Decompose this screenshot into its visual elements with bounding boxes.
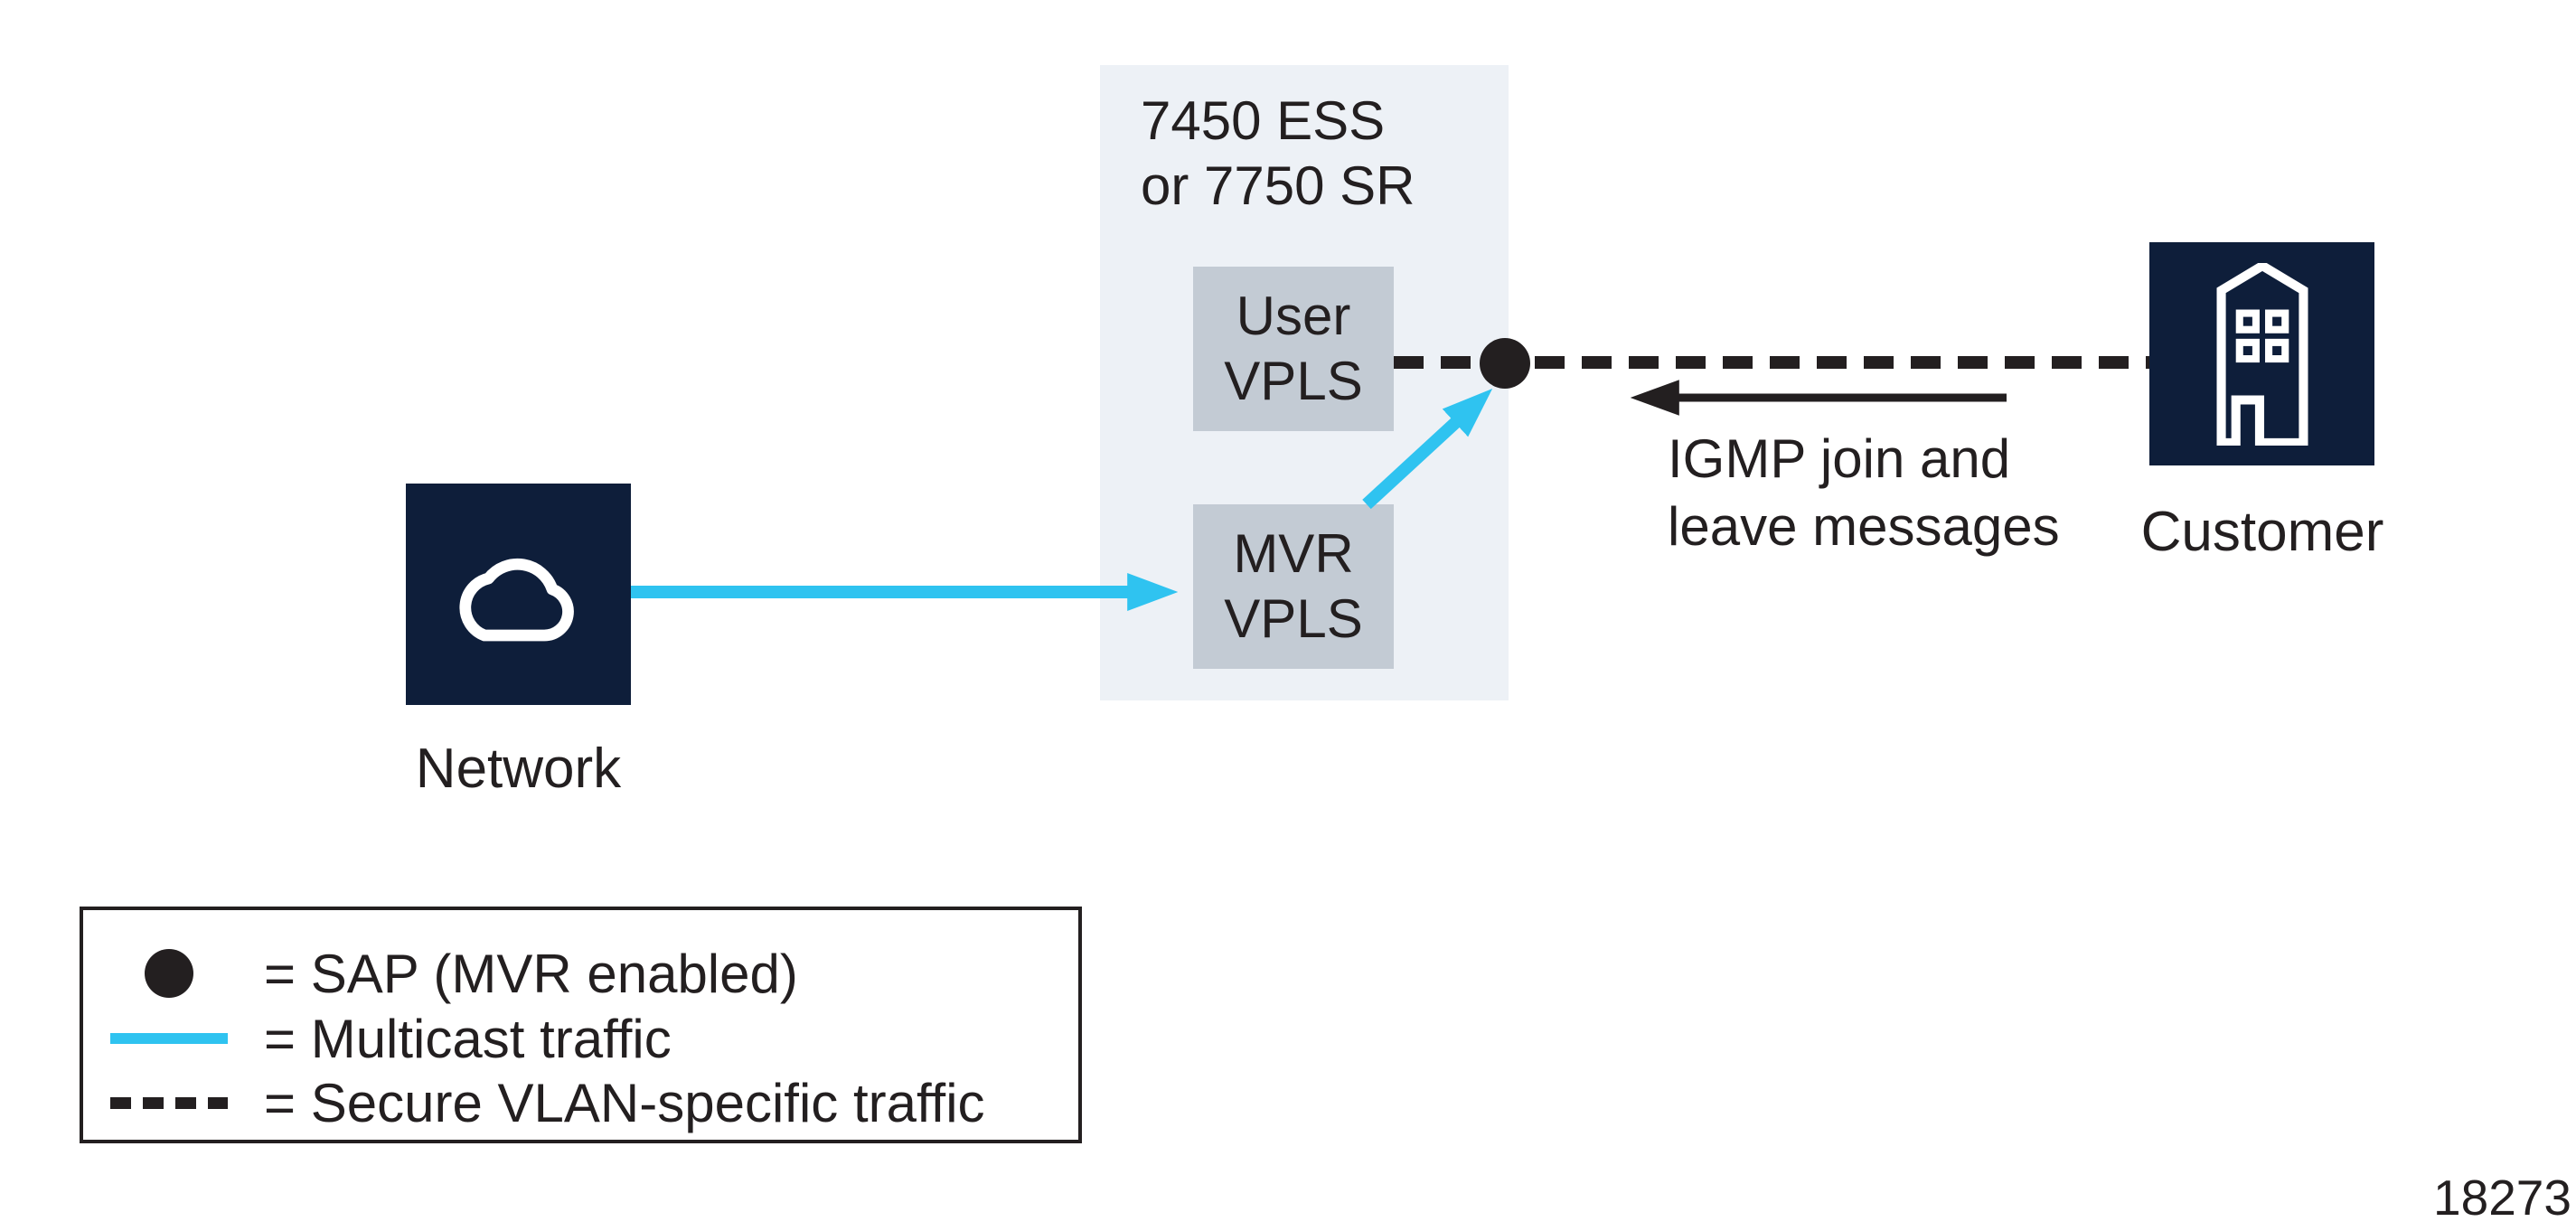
user-vpls-line2: VPLS <box>1224 351 1363 411</box>
igmp-annotation: IGMP join and leave messages <box>1668 425 2060 560</box>
legend-row-secure-vlan: = Secure VLAN-specific traffic <box>110 1070 985 1135</box>
legend-label-sap: = SAP (MVR enabled) <box>264 943 798 1004</box>
mvr-vpls-box: MVR VPLS <box>1193 504 1394 669</box>
network-label: Network <box>415 738 622 800</box>
legend-row-multicast: = Multicast traffic <box>110 1006 672 1071</box>
igmp-annotation-line2: leave messages <box>1668 496 2060 557</box>
legend-box: = SAP (MVR enabled) = Multicast traffic … <box>80 907 1082 1143</box>
customer-node <box>2149 242 2374 465</box>
legend-row-sap: = SAP (MVR enabled) <box>110 941 798 1006</box>
router-panel-title: 7450 ESS or 7750 SR <box>1141 89 1415 219</box>
user-vpls-box: User VPLS <box>1193 267 1394 431</box>
mvr-vpls-line2: VPLS <box>1224 588 1363 649</box>
mvr-vpls-line1: MVR <box>1233 523 1354 584</box>
legend-label-multicast: = Multicast traffic <box>264 1008 672 1069</box>
router-title-line2: or 7750 SR <box>1141 155 1415 216</box>
legend-label-secure-vlan: = Secure VLAN-specific traffic <box>264 1072 985 1133</box>
sap-dot-legend-symbol <box>145 949 193 998</box>
building-icon <box>2216 262 2308 446</box>
figure-number: 18273 <box>2433 1170 2571 1226</box>
user-vpls-line1: User <box>1236 286 1351 346</box>
router-title-line1: 7450 ESS <box>1141 90 1386 151</box>
mvr-to-sap-arrow <box>1362 388 1493 510</box>
multicast-line-legend-symbol <box>110 1033 228 1044</box>
customer-label: Customer <box>2140 501 2384 563</box>
secure-vlan-line-legend-symbol <box>110 1096 228 1109</box>
network-node <box>406 484 631 705</box>
igmp-annotation-line1: IGMP join and <box>1668 428 2011 489</box>
sap-dot <box>1480 338 1530 389</box>
cloud-icon <box>459 558 574 641</box>
